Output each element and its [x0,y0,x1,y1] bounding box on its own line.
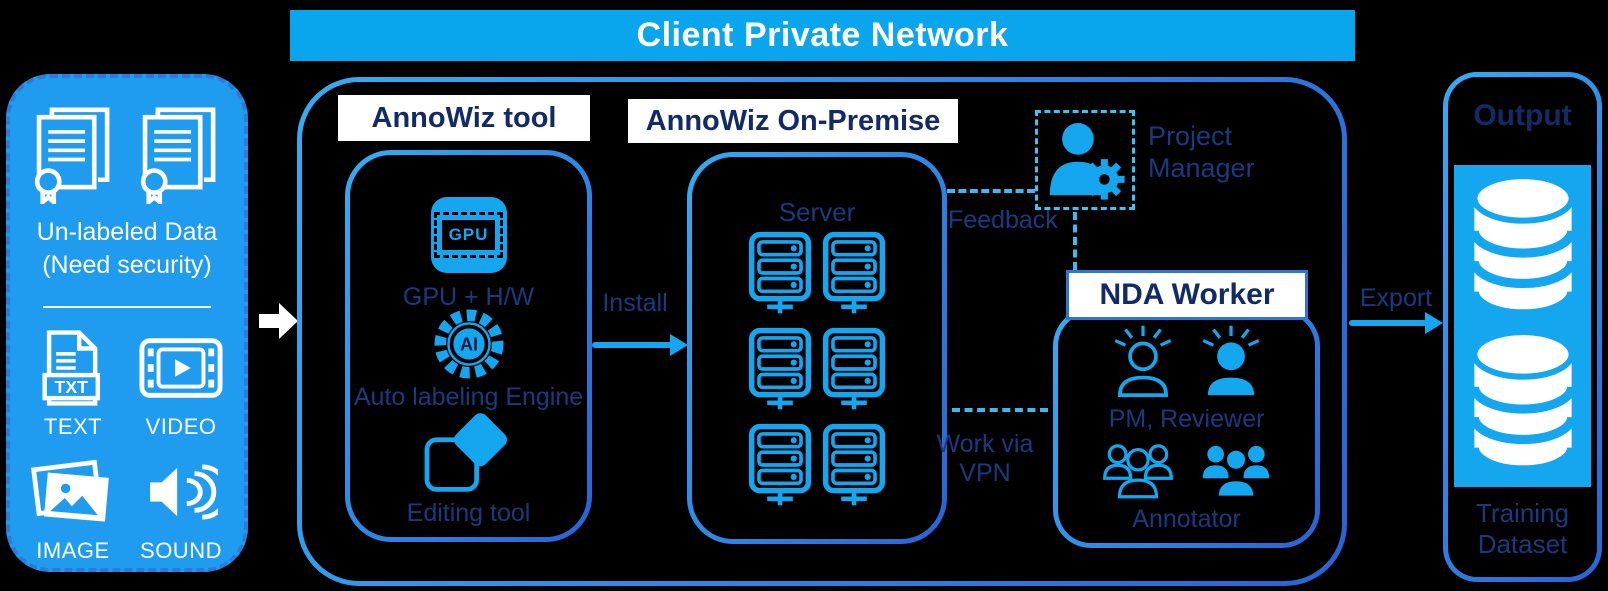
training-line: Training [1476,498,1569,528]
data-type-label: TEXT [43,414,103,439]
gpu-icon: GPU [430,197,507,273]
install-label: Install [602,289,668,317]
ai-icon-text: AI [459,335,477,355]
server-icon [748,423,812,506]
training-dataset-label: Training Dataset [1476,498,1569,559]
panel-title-line1: Un-labeled Data [36,218,218,246]
data-type-label: SOUND [140,538,222,563]
ai-engine-icon: AI [433,309,504,379]
data-type-video: VIDEO [127,326,235,440]
data-type-label: VIDEO [145,414,217,439]
nda-worker-title: NDA Worker [1099,278,1275,311]
on-premise-box: Server [687,152,947,544]
server-label: Server [778,197,856,227]
group-outline-icon [1102,444,1173,499]
editing-tool-label: Editing tool [406,499,531,527]
reviewer-icons-row [1112,323,1262,397]
work-via-vpn-label: Work via VPN [915,430,1055,488]
dataset-line: Dataset [1477,528,1568,559]
panel-divider [43,306,211,308]
on-premise-title: AnnoWiz On-Premise [645,104,941,137]
panel-title-line2: (Need security) [42,251,212,279]
group-filled-icon [1202,445,1269,498]
gear-icon [1084,159,1125,200]
nda-worker-box: PM, Reviewer [1053,308,1320,548]
data-type-grid: TXT TEXT VIDEO [19,326,235,564]
data-type-text: TXT TEXT [19,326,127,440]
export-arrow-head [1425,312,1443,334]
gpu-chip-text: GPU [433,212,504,258]
dataset-icons-panel [1454,165,1591,487]
auto-labeling-label: Auto labeling Engine [353,383,584,411]
txt-file-icon: TXT [42,330,101,406]
work-via-line2: VPN [959,458,1011,487]
server-icon [748,231,812,314]
server-icon [822,423,886,506]
annotator-label: Annotator [1132,505,1241,533]
export-label: Export [1359,284,1433,312]
project-manager-frame [1035,110,1135,210]
annowiz-tool-title-box: AnnoWiz tool [338,95,590,141]
project-manager-label: Project Manager [1148,120,1255,185]
pm-to-nda-dashed-line [1073,212,1077,270]
database-icon [1469,329,1576,475]
annowiz-tool-box: GPU GPU + H/W AI Auto labeling Engine Ed… [345,150,592,542]
server-icon [748,327,812,410]
server-icon [822,231,886,314]
worker-outline-icon [1114,325,1171,397]
feedback-dashed-line [947,189,1035,193]
data-type-sound: SOUND [127,450,235,564]
certificate-icon [34,107,110,204]
network-title: Client Private Network [636,16,1009,54]
install-arrow-head [670,334,688,356]
worker-filled-icon [1202,325,1259,396]
work-via-vpn-dashed-line [952,408,1048,412]
annowiz-tool-title: AnnoWiz tool [371,101,557,134]
project-manager-line2: Manager [1148,153,1255,184]
database-icon [1469,173,1576,319]
export-arrow-line [1349,320,1427,326]
sound-icon [150,464,218,520]
certificate-icon [140,107,216,204]
on-premise-title-box: AnnoWiz On-Premise [628,99,958,143]
data-type-label: IMAGE [36,538,110,563]
unlabeled-data-panel: Un-labeled Data (Need security) TXT TEXT [6,74,248,572]
server-icon [822,327,886,410]
project-manager-line1: Project [1148,121,1233,151]
nda-worker-title-box: NDA Worker [1066,270,1308,320]
gpu-label: GPU + H/W [402,283,535,311]
txt-badge: TXT [55,377,89,397]
install-arrow-line [592,342,672,348]
image-icon [30,459,109,522]
feedback-label: Feedback [948,206,1058,234]
annotator-icons-row [1101,439,1273,499]
server-grid [748,229,886,509]
output-box: Output Training D [1443,72,1602,582]
work-via-line1: Work via [936,430,1034,458]
certificate-icons-row [28,104,226,204]
project-manager-icon [1049,123,1125,200]
network-header: Client Private Network [290,10,1355,61]
flow-arrow-icon [259,303,298,339]
data-type-image: IMAGE [19,450,127,564]
video-icon [139,338,223,398]
panel-title: Un-labeled Data (Need security) [37,216,218,282]
output-title: Output [1473,99,1572,132]
pm-reviewer-label: PM, Reviewer [1108,405,1265,433]
editing-tool-icon [424,413,507,492]
